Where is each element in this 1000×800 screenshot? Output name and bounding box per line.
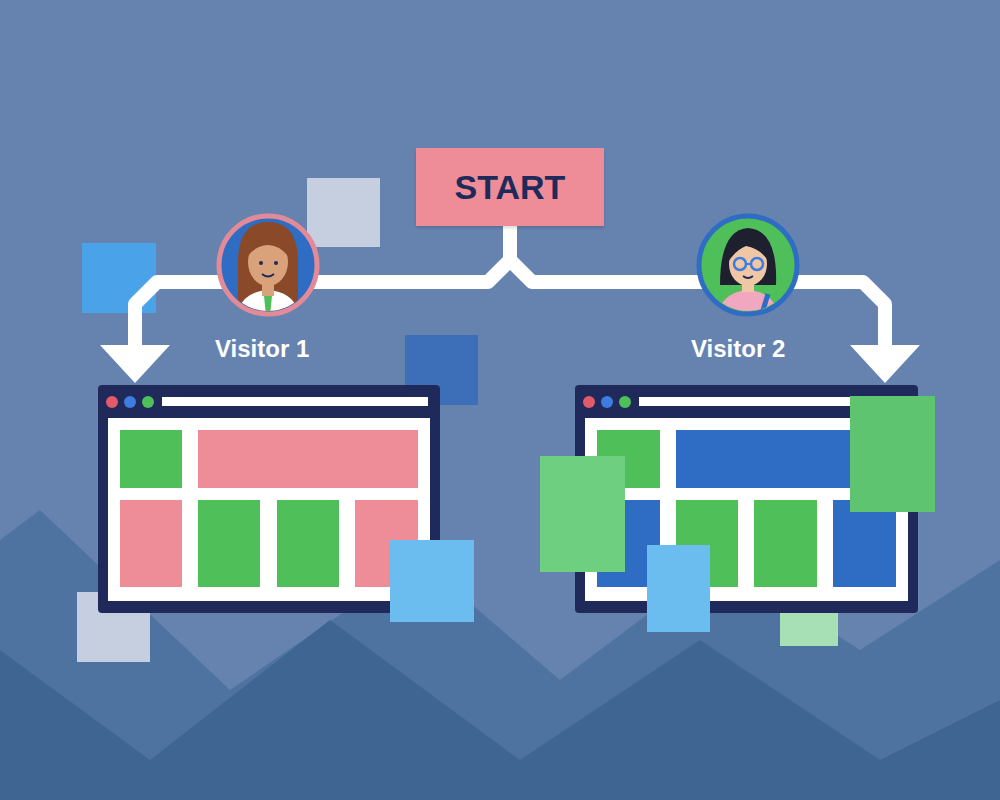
visitor-label: Visitor 1	[215, 335, 309, 363]
deco-square	[647, 545, 710, 632]
connector-line	[135, 226, 510, 349]
deco-square	[307, 178, 380, 247]
connector-line	[510, 226, 885, 349]
start-box: START	[416, 148, 604, 226]
browser-frame	[98, 385, 440, 613]
browser-frame	[575, 385, 918, 613]
browser-window: Visitor 1	[98, 385, 440, 613]
deco-square	[540, 456, 625, 572]
browser-window: Visitor 2	[575, 385, 918, 613]
avatar-visitor-1	[219, 216, 317, 320]
start-label: START	[455, 168, 566, 207]
deco-square	[850, 396, 935, 512]
visitor-label: Visitor 2	[691, 335, 785, 363]
deco-square	[390, 540, 474, 622]
avatar-visitor-2	[699, 216, 797, 320]
arrowhead	[100, 345, 170, 383]
arrowhead	[850, 345, 920, 383]
